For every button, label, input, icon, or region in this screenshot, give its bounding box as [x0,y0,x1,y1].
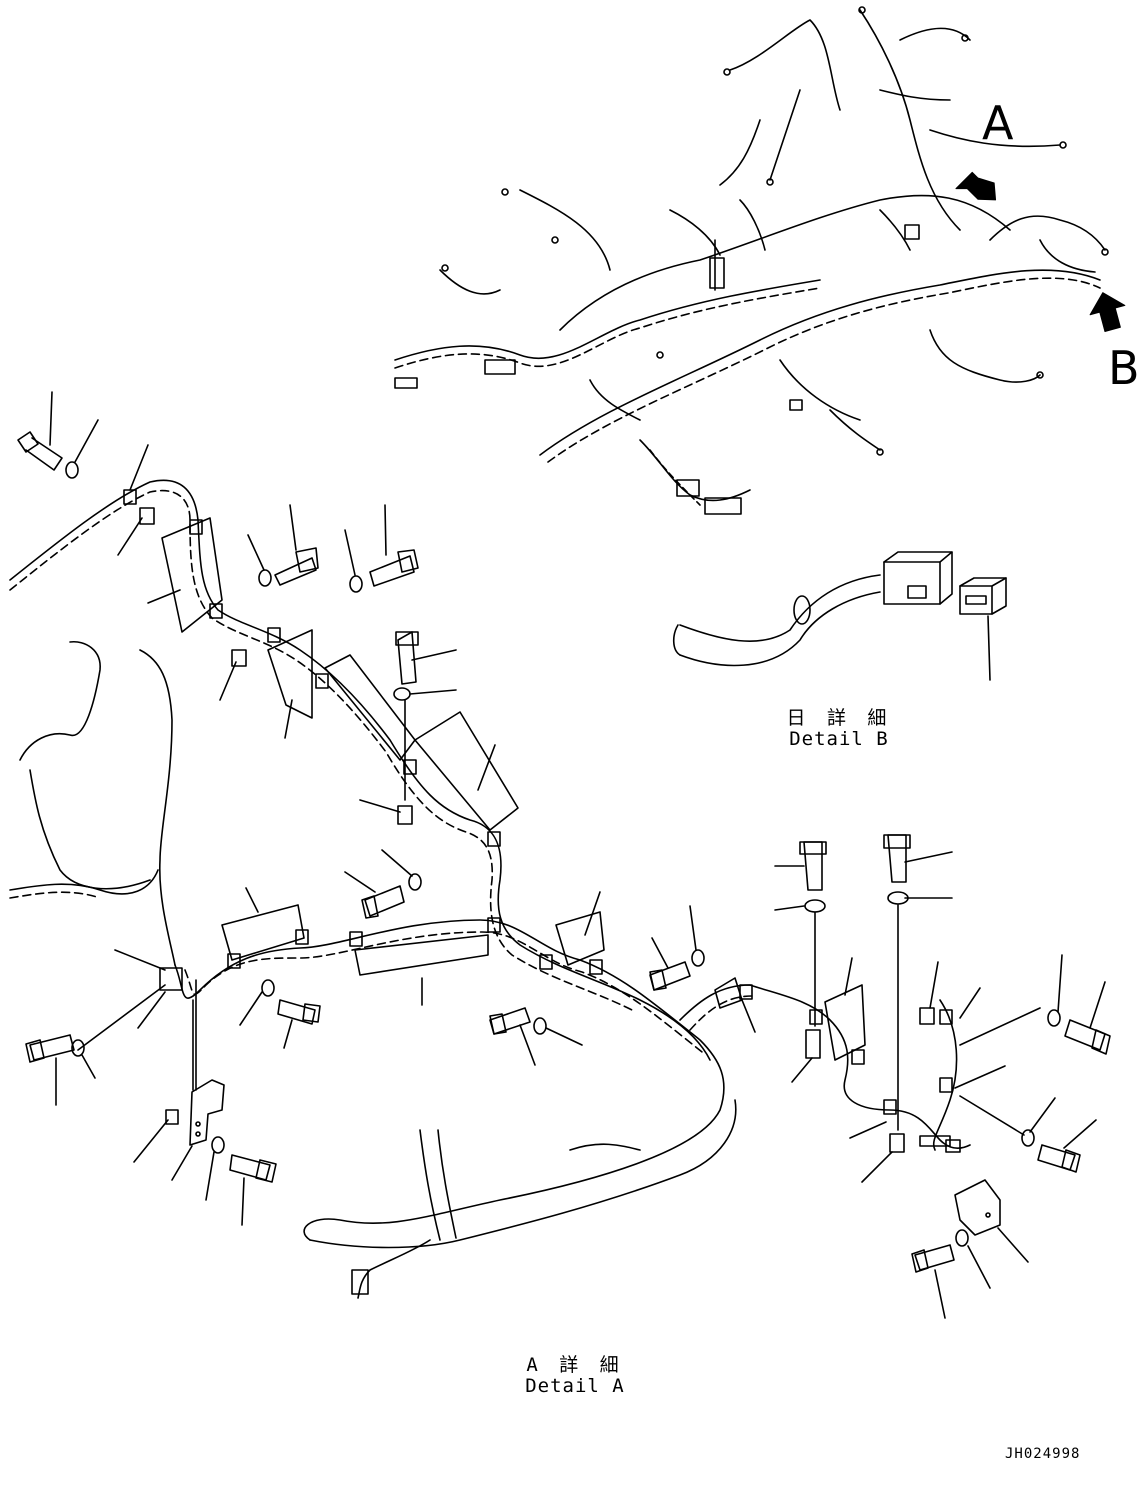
overall-harness-view [394,6,1109,515]
arrow-a-icon [955,171,997,201]
detail-b-caption-en: Detail B [789,728,889,750]
detail-a-caption-en: Detail A [525,1375,625,1397]
arrow-b-icon [1089,292,1126,332]
detail-b-drawing [672,551,1007,681]
detail-b-caption-jp: 日 詳 細 [786,707,892,729]
arrow-b-label: B [1108,341,1140,395]
bolt-icon [17,431,63,471]
detail-a-caption-jp: A 詳 細 [526,1354,624,1376]
drawing-code: JH024998 [1005,1446,1081,1462]
detail-a-drawing [9,391,1111,1319]
arrow-a-label: A [982,96,1014,150]
